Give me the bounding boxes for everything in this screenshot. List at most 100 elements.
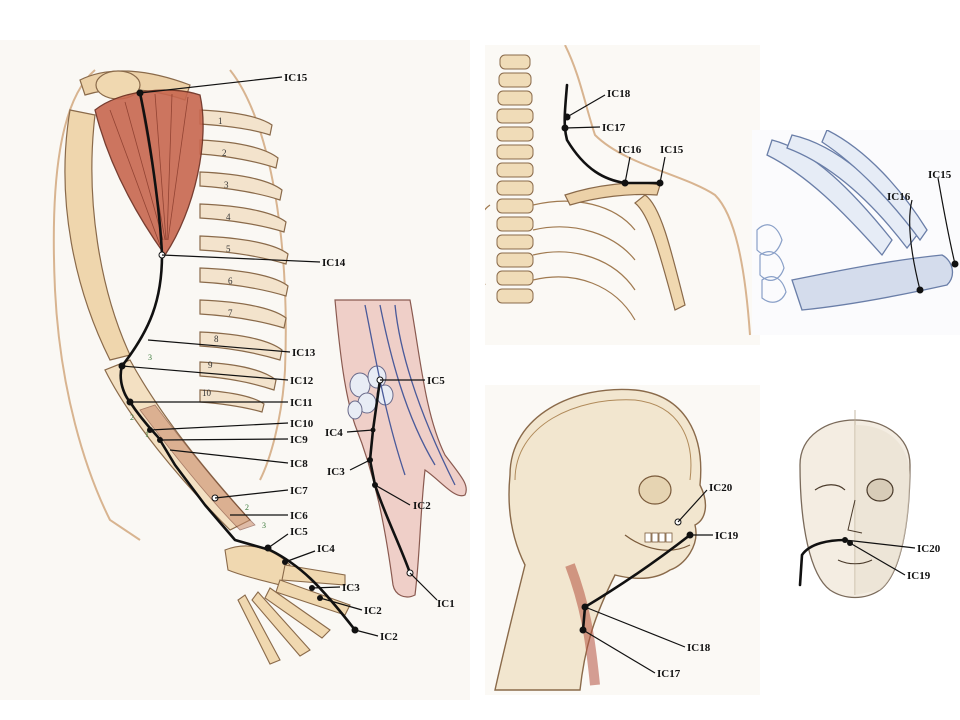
label-ic15: IC15 [284,72,308,84]
large-intestine-meridian-arm [119,91,357,632]
hand-label-ic1: IC1 [437,598,455,610]
right-eye-socket [866,478,894,502]
face-label-ic19: IC19 [907,570,931,582]
clavicle [564,182,661,206]
humerus [634,194,686,311]
neck-label-ic15: IC15 [660,144,684,156]
mouth [837,559,873,565]
label-ic13: IC13 [292,347,316,359]
muscle-fibers [109,93,189,246]
rib-cage [199,109,289,413]
hand-leader-lines [346,379,438,601]
teeth [644,532,673,543]
jaw-line [624,534,691,551]
arm-illustration: 1 2 3 4 5 6 7 8 9 10 3 2 1 2 3 [52,69,398,665]
svg-text:4: 4 [226,212,231,222]
svg-text:1: 1 [145,430,149,439]
label-ic7: IC7 [290,485,308,497]
skull-half [855,425,910,595]
hand-label-ic2: IC2 [413,500,431,512]
meridian-neck [563,83,662,185]
skull-label-ic17: IC17 [657,668,681,680]
clav-leader-ic16 [909,199,921,291]
meridian-face [798,538,847,587]
clavicle-panel: IC16 IC15 [752,130,960,335]
leader-lines [121,76,379,637]
rib-numbers: 1 2 3 4 5 6 7 8 9 10 [202,116,233,398]
hand-panel: IC5 IC4 IC3 IC2 IC1 [325,295,475,615]
torso-outline [52,69,141,541]
neck-muscle [565,563,600,686]
svg-text:7: 7 [228,308,233,318]
neck-illustration: IC18 IC17 IC16 IC15 [485,45,751,336]
svg-text:2: 2 [222,148,227,158]
skull-panel: IC20 IC19 IC18 IC17 [485,385,760,695]
skull-label-ic20: IC20 [709,482,733,494]
clavicle-muscles [766,130,928,257]
tendons [364,304,456,486]
svg-text:3: 3 [262,521,266,530]
hand-label-ic3: IC3 [327,466,345,478]
eye-socket [638,475,672,505]
hand-bones [224,545,351,665]
svg-text:1: 1 [218,116,223,126]
muscle-numbers: 3 2 1 2 3 [130,353,266,530]
forearm-muscle [139,404,256,531]
hand-label-ic5: IC5 [427,375,445,387]
label-ic11: IC11 [290,397,313,409]
neck-outline [564,45,751,336]
label-ic5: IC5 [290,526,308,538]
hand-illustration: IC5 IC4 IC3 IC2 IC1 [325,299,467,610]
svg-text:2: 2 [130,413,134,422]
meridian-hand [368,378,412,575]
neck-leader-lines [564,94,666,184]
neck-label-ic18: IC18 [607,88,631,100]
hand-label-ic4: IC4 [325,427,343,439]
face-panel: IC20 IC19 [770,385,960,615]
skull-label-ic18: IC18 [687,642,711,654]
left-eye [814,484,846,491]
label-ic3: IC3 [342,582,360,594]
spine [496,54,534,304]
vertebrae-outline [756,224,787,303]
face-illustration: IC20 IC19 [798,410,941,599]
clav-point-ic15 [951,260,959,268]
clav-point-ic16 [916,286,924,294]
label-ic6: IC6 [290,510,308,522]
skull-leader-lines [582,489,713,674]
label-ic4: IC4 [317,543,335,555]
clav-label-ic16: IC16 [887,191,911,203]
svg-text:10: 10 [202,388,212,398]
skull-illustration: IC20 IC19 IC18 IC17 [494,388,739,691]
neck-shoulder-panel: IC18 IC17 IC16 IC15 [485,45,760,345]
neck-label-ic16: IC16 [618,144,642,156]
label-ic10: IC10 [290,418,314,430]
svg-text:3: 3 [224,180,229,190]
head-outline [494,388,707,691]
face-leader-lines [844,539,916,576]
arm-labels: IC15 IC14 IC13 IC12 IC11 IC10 IC9 IC8 IC… [284,72,398,643]
clav-label-ic15: IC15 [928,169,952,181]
clav-leader-ic15 [937,177,956,265]
label-ic9: IC9 [290,434,308,446]
svg-text:9: 9 [208,360,213,370]
nose [847,499,863,534]
clavicle-bone-blue [791,254,954,311]
cranium-suture [514,399,692,481]
neck-label-ic17: IC17 [602,122,626,134]
ribs-back [485,200,636,321]
label-ic2: IC2 [364,605,382,617]
svg-text:5: 5 [226,244,231,254]
skull-label-ic19: IC19 [715,530,739,542]
svg-text:2: 2 [245,503,249,512]
pectoral-muscle [94,89,204,257]
label-ic14: IC14 [322,257,346,269]
svg-text:6: 6 [228,276,233,286]
label-ic2-second: IC2 [380,631,398,643]
label-ic8: IC8 [290,458,308,470]
face-label-ic20: IC20 [917,543,941,555]
humerus-bone [64,109,131,361]
svg-text:8: 8 [214,334,219,344]
svg-text:3: 3 [148,353,152,362]
clavicle-illustration: IC16 IC15 [756,130,959,311]
